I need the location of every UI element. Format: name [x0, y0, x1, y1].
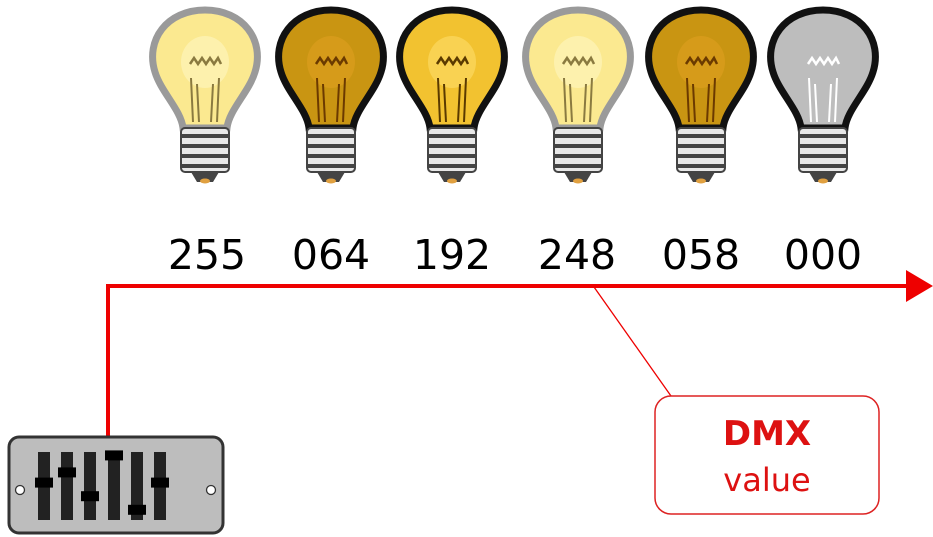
fader-track	[61, 452, 73, 520]
signal-path	[106, 284, 910, 444]
signal-arrowhead	[906, 270, 933, 302]
dmx-value-callout: DMX value	[654, 395, 880, 515]
bulb-base	[676, 127, 726, 184]
bulb-6	[767, 6, 879, 184]
fader-knob	[128, 504, 146, 515]
bulb-filament	[435, 55, 470, 67]
bulb-filament-wires	[437, 77, 467, 123]
bulb-base	[306, 127, 356, 184]
dmx-value-label-4: 248	[538, 231, 616, 279]
dmx-value-label-5: 058	[662, 231, 740, 279]
bulb-filament	[314, 55, 349, 67]
controller-fader-5	[128, 452, 146, 520]
bulb-filament-wires	[686, 77, 716, 123]
bulb-filament	[561, 55, 596, 67]
controller-screw-left	[14, 484, 26, 496]
fader-knob	[81, 491, 99, 502]
callout-title: DMX	[723, 414, 811, 454]
dmx-controller	[7, 435, 225, 535]
dmx-value-label-2: 064	[292, 231, 370, 279]
controller-screw-right	[205, 484, 217, 496]
bulb-filament	[684, 55, 719, 67]
callout-pointer-line	[593, 286, 672, 397]
bulb-filament-wires	[563, 77, 593, 123]
dmx-value-labels: 255 064 192 248 058 000	[168, 231, 862, 279]
fader-track	[84, 452, 96, 520]
dmx-signal-line	[106, 270, 933, 444]
fader-knob	[35, 477, 53, 488]
bulb-filament	[188, 55, 223, 67]
bulb-filament-wires	[190, 77, 220, 123]
dmx-value-label-1: 255	[168, 231, 246, 279]
bulb-filament-wires	[808, 77, 838, 123]
bulb-filament-wires	[316, 77, 346, 123]
controller-fader-6	[151, 452, 169, 520]
bulb-5	[645, 6, 757, 184]
bulb-base	[180, 127, 230, 184]
fader-track	[108, 452, 120, 520]
callout-box	[654, 395, 880, 515]
bulb-base	[553, 127, 603, 184]
fader-knob	[151, 477, 169, 488]
callout-subtitle: value	[723, 461, 810, 499]
bulb-base	[427, 127, 477, 184]
bulb-base	[798, 127, 848, 184]
bulb-4	[522, 6, 634, 184]
light-bulbs	[149, 6, 879, 184]
bulb-3	[396, 6, 508, 184]
bulb-2	[275, 6, 387, 184]
fader-knob	[105, 450, 123, 461]
bulb-filament	[806, 55, 841, 67]
controller-faders	[35, 450, 169, 520]
controller-fader-3	[81, 452, 99, 520]
controller-fader-4	[105, 450, 123, 520]
bulb-1	[149, 6, 261, 184]
dmx-value-label-6: 000	[784, 231, 862, 279]
dmx-value-label-3: 192	[413, 231, 491, 279]
fader-track	[131, 452, 143, 520]
controller-fader-2	[58, 452, 76, 520]
fader-knob	[58, 467, 76, 478]
bulb-glass	[767, 6, 879, 132]
controller-fader-1	[35, 452, 53, 520]
